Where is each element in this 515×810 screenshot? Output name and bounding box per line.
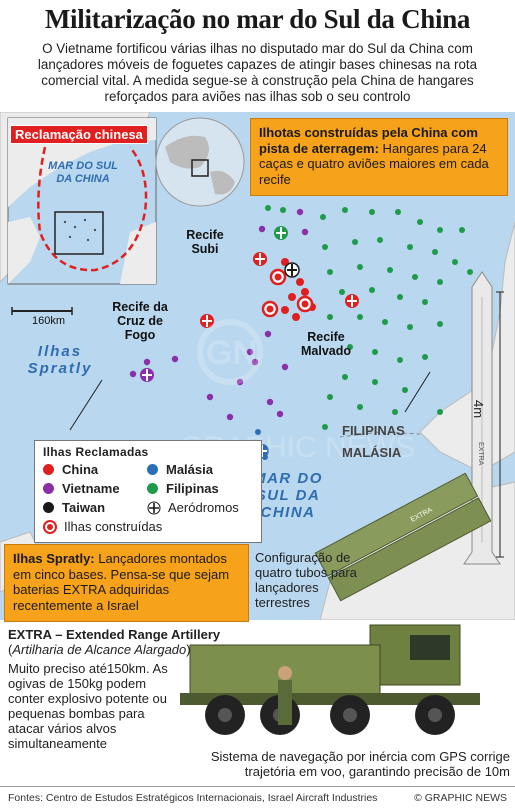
note-built-islands: Ilhotas construídas pela China com pista… bbox=[250, 118, 508, 196]
note-spratly: Ilhas Spratly: Lançadores montados em ci… bbox=[4, 544, 249, 622]
note-top-heading: Ilhotas construídas pela China com pista… bbox=[259, 125, 478, 156]
airfield-icon bbox=[284, 262, 300, 278]
built-islands bbox=[261, 268, 314, 318]
legend-china: China bbox=[43, 461, 147, 478]
scale-label: 160km bbox=[32, 315, 65, 327]
main-map: 160km bbox=[0, 112, 515, 620]
airfield-icon bbox=[253, 252, 267, 266]
inset-focus-box bbox=[54, 211, 104, 255]
malaysia-dot-icon bbox=[147, 464, 158, 475]
note-bottom-body: Lançadores montados em cinco bases. Pens… bbox=[13, 551, 230, 613]
page-title: Militarização no mar do Sul da China bbox=[44, 4, 471, 34]
legend-airfields: Aeródromos bbox=[147, 499, 257, 516]
spratly-pointer bbox=[69, 379, 103, 431]
legend-philippines-label: Filipinas bbox=[166, 481, 219, 496]
claim-label: Reclamação chinesa bbox=[10, 125, 148, 144]
extra-subtitle-text: Artilharia de Alcance Alargado bbox=[12, 642, 187, 657]
legend-taiwan: Taiwan bbox=[43, 499, 147, 516]
rocket-label: EXTRA bbox=[477, 442, 484, 466]
vietnam-islands bbox=[129, 208, 309, 421]
legend-airfields-label: Aeródromos bbox=[168, 500, 239, 515]
legend-malaysia-label: Malásia bbox=[166, 462, 213, 477]
copyright: © GRAPHIC NEWS bbox=[414, 792, 507, 804]
footer: Fontes: Centro de Estudos Estratégicos I… bbox=[0, 786, 515, 810]
scale-bar bbox=[11, 307, 73, 315]
philippines-islands bbox=[265, 205, 473, 430]
globe-icon bbox=[155, 117, 245, 207]
navigation-note: Sistema de navegação por inércia com GPS… bbox=[210, 749, 510, 779]
airfield-icon bbox=[345, 294, 359, 308]
label-sea: MAR DO SUL DA CHINA bbox=[253, 470, 323, 521]
extra-description: Muito preciso até150km. As ogivas de 150… bbox=[8, 661, 168, 751]
note-top-body: Hangares para 24 caças e quatro aviões m… bbox=[259, 140, 489, 187]
airfield-icons bbox=[140, 226, 359, 458]
extra-subtitle: (Artilharia de Alcance Alargado) bbox=[8, 642, 191, 657]
legend-title: Ilhas Reclamadas bbox=[43, 445, 149, 459]
label-mischief-reef: Recife Malvado bbox=[300, 330, 351, 358]
label-spratly: Ilhas Spratly bbox=[27, 343, 93, 377]
legend-built: Ilhas construídas bbox=[43, 518, 257, 535]
legend: Ilhas Reclamadas China Malásia Vietname … bbox=[34, 440, 262, 543]
legend-china-label: China bbox=[62, 462, 99, 477]
watermark-logo: GN bbox=[206, 334, 257, 372]
label-subi-reef: Recife Subi bbox=[186, 228, 224, 256]
airfield-icon bbox=[140, 368, 154, 382]
extra-subtitle-open: ( bbox=[8, 642, 13, 657]
launcher-illustration: EXTRA bbox=[314, 472, 492, 602]
airfield-icon bbox=[274, 226, 288, 240]
legend-built-label: Ilhas construídas bbox=[64, 519, 163, 534]
note-bottom-heading: Ilhas Spratly: bbox=[13, 551, 95, 566]
soldier-figure bbox=[278, 666, 292, 725]
label-malaysia: MALÁSIA bbox=[342, 445, 402, 460]
built-island-legend-icon bbox=[43, 519, 57, 534]
extra-heading: EXTRA – Extended Range Artillery bbox=[8, 627, 221, 642]
config-note: Configuração de quatro tubos para lançad… bbox=[255, 550, 357, 610]
legend-vietnam-label: Vietname bbox=[62, 481, 120, 496]
rocket-length-label: 4m bbox=[471, 400, 486, 419]
legend-malaysia: Malásia bbox=[147, 461, 257, 478]
claim-line bbox=[37, 146, 148, 272]
legend-taiwan-label: Taiwan bbox=[62, 500, 106, 515]
legend-philippines: Filipinas bbox=[147, 480, 257, 497]
sources: Fontes: Centro de Estudos Estratégicos I… bbox=[8, 792, 378, 804]
legend-vietnam: Vietname bbox=[43, 480, 147, 497]
extra-subtitle-close: ) bbox=[186, 642, 191, 657]
palawan-pointer bbox=[404, 371, 431, 413]
truck-illustration bbox=[180, 624, 480, 735]
label-philippines: FILIPINAS bbox=[342, 423, 405, 438]
china-dot-icon bbox=[43, 464, 54, 475]
vietnam-dot-icon bbox=[43, 483, 54, 494]
taiwan-dot-icon bbox=[43, 502, 54, 513]
inset-sea-label: MAR DO SUL DA CHINA bbox=[48, 160, 118, 185]
airfield-legend-icon bbox=[147, 501, 161, 514]
intro-text: O Vietname fortificou várias ilhas no di… bbox=[37, 41, 478, 104]
philippines-dot-icon bbox=[147, 483, 158, 494]
airfield-icon bbox=[200, 314, 214, 328]
label-fiery-cross-reef: Recife da Cruz de Fogo bbox=[112, 300, 168, 342]
